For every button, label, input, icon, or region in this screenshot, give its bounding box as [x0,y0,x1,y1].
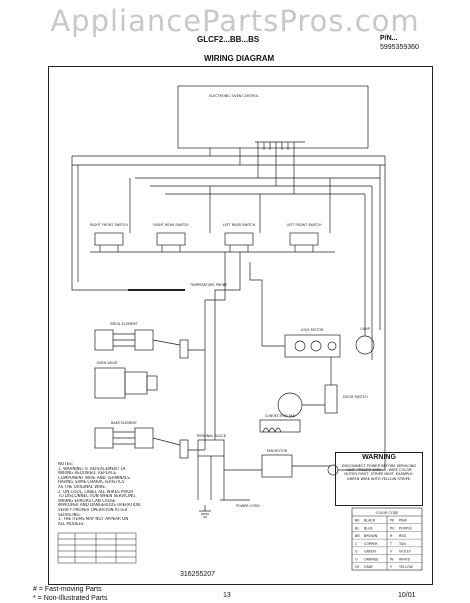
label-lamp: LAMP [360,327,369,331]
notes-block: NOTES: 1. WARNING: IF REPLACEMENT OF WIR… [58,462,148,526]
bake-element-shape [94,427,154,449]
watermark: AppliancePartsPros.com [50,4,420,38]
legend-non-illustrated: * = Non-Illustrated Parts [33,595,108,602]
part-number: 5995359360 [380,44,419,51]
label-terminal-block: TERMINAL BLOCK [195,434,226,438]
color-code-cell: O [355,557,358,561]
color-code-cell: PU [390,526,395,530]
label-lock-motor: LOCK MOTOR [301,328,324,332]
color-code-cell: PURPLE [399,526,412,530]
control-label: ELECTRONIC OVEN CONTROL [209,94,259,98]
color-code-cell: BLUE [364,526,373,530]
note-line: VERIFY PROPER OPERATION AFTER [58,507,128,512]
warning-title: WARNING [362,454,396,461]
color-table-header: COLOR CODE [376,511,399,515]
label-broil-element: BROIL ELEMENT [110,322,138,326]
note-line: 1. WARNING: IF REPLACEMENT OF [58,466,127,471]
switch-right-front [94,232,124,252]
color-code-cell: PK [390,519,395,523]
color-code-cell: ORANGE [364,557,379,561]
color-code-cell: COPPER [364,542,378,546]
color-code-cell: G [355,550,358,554]
note-line: ALL MODELS. [58,521,85,526]
color-code-cell: W [390,557,394,561]
oven-valve-shape [94,367,158,399]
color-code-table: COLOR CODE BK BLACK PK PINK BL BLUE PU PURPLE BR… [351,507,423,571]
reference-table [57,532,137,564]
note-line: HAVING SAME CHARACTERISTICS [58,480,125,485]
switch-left-front [289,232,319,252]
legend-fast-moving: # = Fast-moving Parts [33,586,102,593]
color-code-cell: TAN [398,542,406,546]
door-switch-shape [324,384,338,414]
label-switch-right-front: RIGHT FRONT SWITCH [90,223,128,227]
color-code-cell: BR [355,534,360,538]
color-code-cell: WHITE [399,557,410,561]
label-switch-left-rear: LEFT REAR SWITCH [223,223,256,227]
color-code-cell: BROWN [364,534,378,538]
page-number: 13 [223,592,231,599]
label-oven-valve: OVEN VALVE [96,361,117,365]
color-code-cell: Y [390,565,393,569]
page-date: 10/01 [398,592,416,599]
color-code-cell: BLACK [364,519,376,523]
label-fan-motor: FAN MOTOR [267,449,288,453]
color-code-cell: YELLOW [399,565,414,569]
color-code-cell: V [390,550,393,554]
note-line: 2. ON COOL, LABEL ALL WIRES PRIOR [58,489,134,494]
color-code-cell: GY [355,565,360,569]
label-door-switch: DOOR SWITCH [343,395,368,399]
label-bake-element: BAKE ELEMENT [111,421,138,425]
oven-control-box [177,85,369,149]
note-line: WIRING REQUIRED, REPLACE [58,471,116,476]
label-convection-fan: CONVECTION FAN [265,414,296,418]
lamp-shape [355,335,375,355]
note-line: IMPROPER AND DANGEROUS OPERATION. [58,503,142,508]
parts-legend: # = Fast-moving Parts * = Non-Illustrate… [33,585,108,603]
note-line: AS THE ORIGINAL WIRE. [58,484,107,489]
color-code-cell: GREEN [364,550,376,554]
lock-motor [284,334,341,358]
publication-number: P/N... [380,35,398,42]
label-power-cord: POWER CORD [236,504,260,508]
color-code-cell: VIOLET [399,550,412,554]
warning-box: WARNING DISCONNECT POWER BEFORE SERVICIN… [335,452,423,506]
label-switch-left-front: LEFT FRONT SWITCH [286,223,321,227]
color-code-cell: C [355,542,358,546]
notes-title: NOTES: [58,462,73,466]
note-line: TO DISCONNECTION WHEN SERVICING. [58,494,137,499]
warning-body: DISCONNECT POWER BEFORE SERVICING UNIT. … [341,464,417,481]
broil-element-shape [94,329,154,351]
label-switch-right-rear: RIGHT REAR SWITCH [153,223,189,227]
label-probe: TEMPERATURE PROBE [189,283,227,287]
control-connector [255,141,305,150]
color-code-cell: T [389,542,393,546]
diagram-frame [48,66,433,585]
switch-right-rear [156,232,186,252]
note-line: SERVICING. [58,512,81,517]
note-line: COMPONENT WIRE AND TERMINALS [58,475,130,480]
color-code-cell: GRAY [364,565,374,569]
terminal-block-shape [197,439,225,457]
color-code-cell: BK [355,519,360,523]
note-line: WIRING ERRORS CAN CAUSE [58,498,116,503]
model-number: GLCF2...BB...BS [197,35,260,44]
document-number: 316255207 [180,571,216,578]
switch-left-rear [224,232,254,252]
color-code-cell: R [390,534,393,538]
color-code-cell: RED [399,534,406,538]
note-line: 3. THE ITEMS MAY NOT APPEAR ON [58,517,129,522]
color-code-cell: PINK [399,519,408,523]
color-code-cell: BL [355,526,359,530]
convection-fan-shape [259,419,301,433]
page-title: WIRING DIAGRAM [204,54,275,63]
